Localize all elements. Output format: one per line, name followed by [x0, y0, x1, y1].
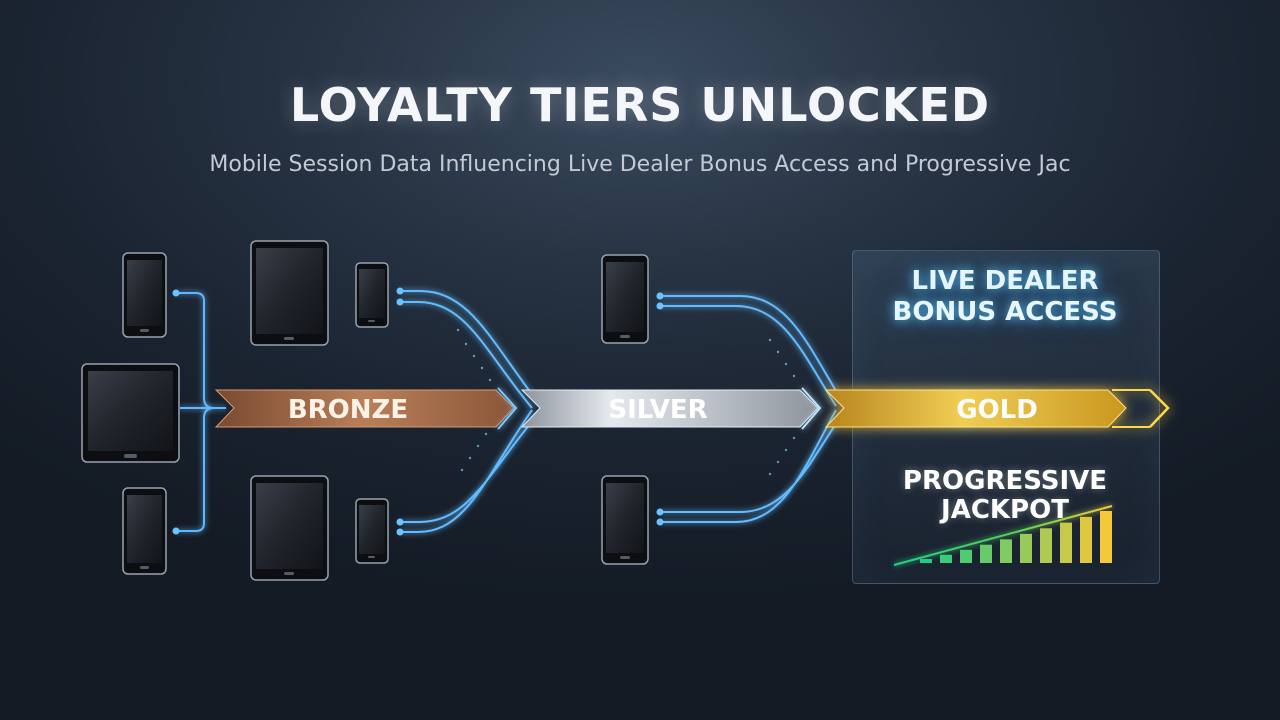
page-title: LOYALTY TIERS UNLOCKED [289, 78, 991, 132]
jackpot-bar [1060, 522, 1072, 563]
flow-dots-silver [396, 287, 404, 536]
flow-dots-gold [656, 292, 664, 526]
tier-label-gold: GOLD [956, 395, 1038, 425]
tablet-icon [250, 240, 329, 346]
jackpot-bar [1020, 533, 1032, 563]
jackpot-bar [980, 544, 992, 563]
jackpot-bar [1080, 516, 1092, 563]
bar-chart-icon [893, 505, 1114, 567]
tier-label-bronze: BRONZE [288, 395, 408, 425]
smartphone-icon [601, 475, 649, 565]
tablet-icon [81, 363, 180, 463]
live-dealer-line2: BONUS ACCESS [892, 297, 1118, 327]
flow-dots-bronze [172, 289, 180, 535]
tier-gold-arrow: GOLD [824, 389, 1170, 428]
live-dealer-line1: LIVE DEALER [911, 266, 1099, 296]
tier-bronze-arrow: BRONZE [214, 387, 518, 430]
jackpot-line1: PROGRESSIVE [902, 466, 1108, 496]
page-subtitle: Mobile Session Data Influencing Live Dea… [209, 152, 1071, 177]
jackpot-bar [940, 554, 952, 563]
smartphone-icon [355, 262, 389, 328]
jackpot-line2: JACKPOT [941, 495, 1069, 525]
flow-lines-to-silver [400, 290, 541, 533]
smartphone-icon [601, 254, 649, 344]
jackpot-bar [1040, 528, 1052, 563]
tier-label-silver: SILVER [608, 395, 707, 425]
jackpot-bar [1000, 539, 1012, 563]
particle-dots [456, 328, 796, 476]
tier-silver-arrow: SILVER [520, 387, 822, 430]
flow-lines-to-gold [660, 295, 845, 523]
smartphone-icon [122, 252, 167, 338]
tablet-icon [250, 475, 329, 581]
flow-lines-to-bronze [176, 292, 226, 532]
smartphone-icon [355, 498, 389, 564]
jackpot-bar [1100, 511, 1112, 563]
smartphone-icon [122, 487, 167, 575]
progressive-jackpot: PROGRESSIVE JACKPOT [852, 467, 1158, 525]
live-dealer-bonus-access: LIVE DEALER BONUS ACCESS [852, 266, 1158, 328]
jackpot-bar [920, 559, 932, 563]
jackpot-bar [960, 549, 972, 563]
